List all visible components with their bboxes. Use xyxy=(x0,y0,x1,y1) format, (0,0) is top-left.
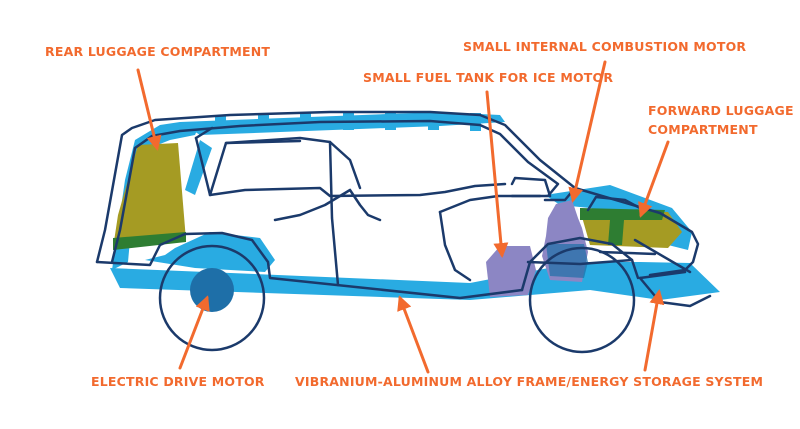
label-frame-energy-storage: VIBRANIUM-ALUMINUM ALLOY FRAME/ENERGY ST… xyxy=(295,374,763,389)
front-wheel xyxy=(528,246,636,354)
arrow-ice-motor xyxy=(568,60,607,203)
label-forward-luggage-line1: FORWARD LUGGAGE xyxy=(648,103,794,118)
callout-arrows xyxy=(136,60,670,374)
label-small-ice-motor: SMALL INTERNAL COMBUSTION MOTOR xyxy=(463,39,746,54)
arrow-rear-luggage xyxy=(136,68,162,151)
label-rear-luggage: REAR LUGGAGE COMPARTMENT xyxy=(45,44,270,59)
arrow-fuel-tank xyxy=(485,90,509,258)
arrow-frame-left xyxy=(397,295,430,374)
arrow-forward-luggage xyxy=(638,140,670,218)
electric-drive-motor-shape xyxy=(190,268,234,312)
label-small-fuel-tank: SMALL FUEL TANK FOR ICE MOTOR xyxy=(363,70,613,85)
label-electric-drive-motor: ELECTRIC DRIVE MOTOR xyxy=(91,374,265,389)
arrow-frame-right xyxy=(643,289,665,372)
arrow-electric-motor xyxy=(178,295,210,370)
rear-luggage-compartment-shape xyxy=(113,143,186,250)
label-forward-luggage-line2: COMPARTMENT xyxy=(648,122,758,137)
rear-wheel xyxy=(158,244,266,352)
car-body-outline xyxy=(95,110,712,308)
